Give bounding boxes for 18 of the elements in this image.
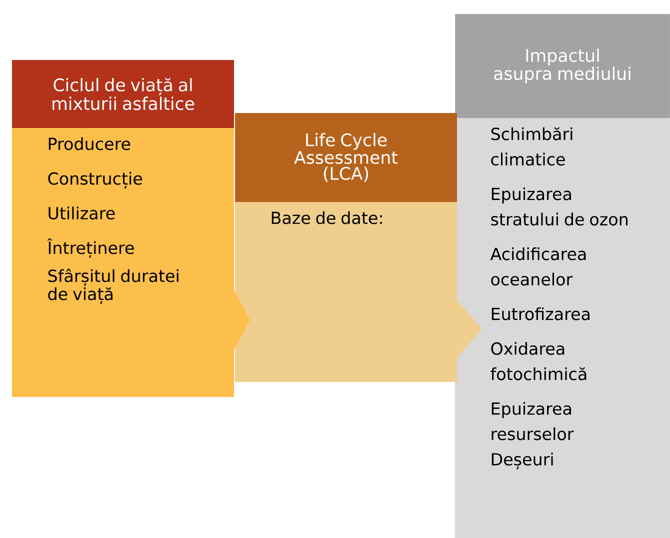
- list-item: Construcție: [48, 172, 142, 189]
- list-item: Producere: [48, 137, 130, 150]
- header-box: Life Cycle Assessment (LCA): [235, 112, 457, 202]
- list-item: Schimbări climatice: [491, 127, 572, 166]
- list-item: Acidificarea oceanelor: [490, 247, 586, 286]
- list-item: Utilizare: [48, 206, 115, 220]
- list-item: Întreținere: [47, 238, 134, 258]
- list-panel: [455, 118, 670, 538]
- header-box: Impactul asupra mediului: [455, 14, 670, 118]
- list-item: Epuizarea stratului de ozon: [491, 187, 628, 226]
- list-item: Epuizarea resurselor: [492, 402, 574, 440]
- list-item: Deșeuri: [492, 452, 553, 470]
- header-box: Ciclul de viață al mixturii asfaltice: [12, 60, 234, 128]
- list-panel: [12, 128, 250, 397]
- list-item: Baze de date:: [272, 211, 382, 224]
- list-item: Oxidarea fotochimică: [490, 342, 586, 380]
- list-item: Sfârșitul duratei de viață: [48, 268, 178, 304]
- list-item: Eutrofizarea: [492, 307, 590, 320]
